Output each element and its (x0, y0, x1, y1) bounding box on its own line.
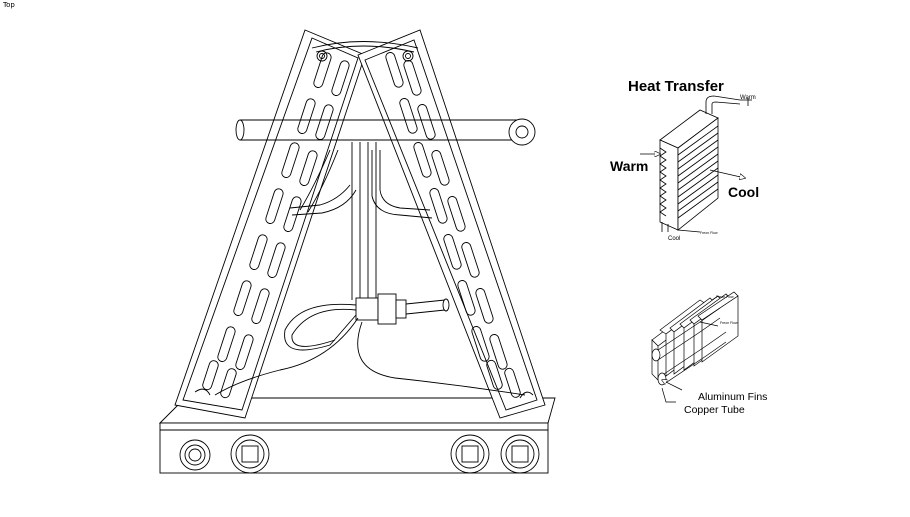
fin-freon-flow-label-2: Freon Flow (720, 321, 738, 325)
copper-tube-label: Copper Tube (684, 404, 745, 416)
distributor-tubes (289, 142, 433, 300)
aluminum-fins-label: Aluminum Fins (698, 391, 767, 403)
capillary-tubes (194, 303, 534, 399)
cool-inlet-tube (661, 222, 701, 233)
aluminum-fin-plates (659, 291, 739, 377)
cool-air-label: Cool (728, 184, 759, 200)
cool-air-arrow (709, 169, 745, 178)
heat-transfer-diagram: Heat Transfer (610, 78, 759, 242)
left-slab-tubes (202, 52, 350, 399)
warm-tube-label: Warm (740, 95, 756, 101)
drain-pan (158, 397, 556, 474)
drain-port-2 (230, 434, 270, 474)
tube-pointer-line (661, 387, 676, 403)
top-return-bends (311, 41, 419, 62)
right-coil-slab (357, 29, 546, 419)
fin-detail-diagram (651, 291, 739, 403)
freon-flow-label: Freon Flow (700, 231, 718, 235)
warm-outlet-tube (705, 95, 752, 114)
view-label: Top (3, 1, 15, 9)
fin-freon-flow-label-1: Freon Flow (716, 295, 734, 299)
warm-air-label: Warm (610, 158, 648, 174)
cool-tube-label: Cool (668, 236, 680, 242)
expansion-valve (355, 293, 450, 325)
drain-port-4 (500, 434, 540, 474)
drain-port-3 (450, 434, 490, 474)
suction-header (235, 118, 536, 146)
a-coil (158, 29, 556, 474)
coil-section (659, 109, 719, 231)
left-coil-slab (174, 29, 366, 419)
drain-port-1 (179, 439, 211, 471)
fin-pointer-arrow (662, 380, 683, 391)
heat-transfer-title: Heat Transfer (628, 78, 724, 95)
